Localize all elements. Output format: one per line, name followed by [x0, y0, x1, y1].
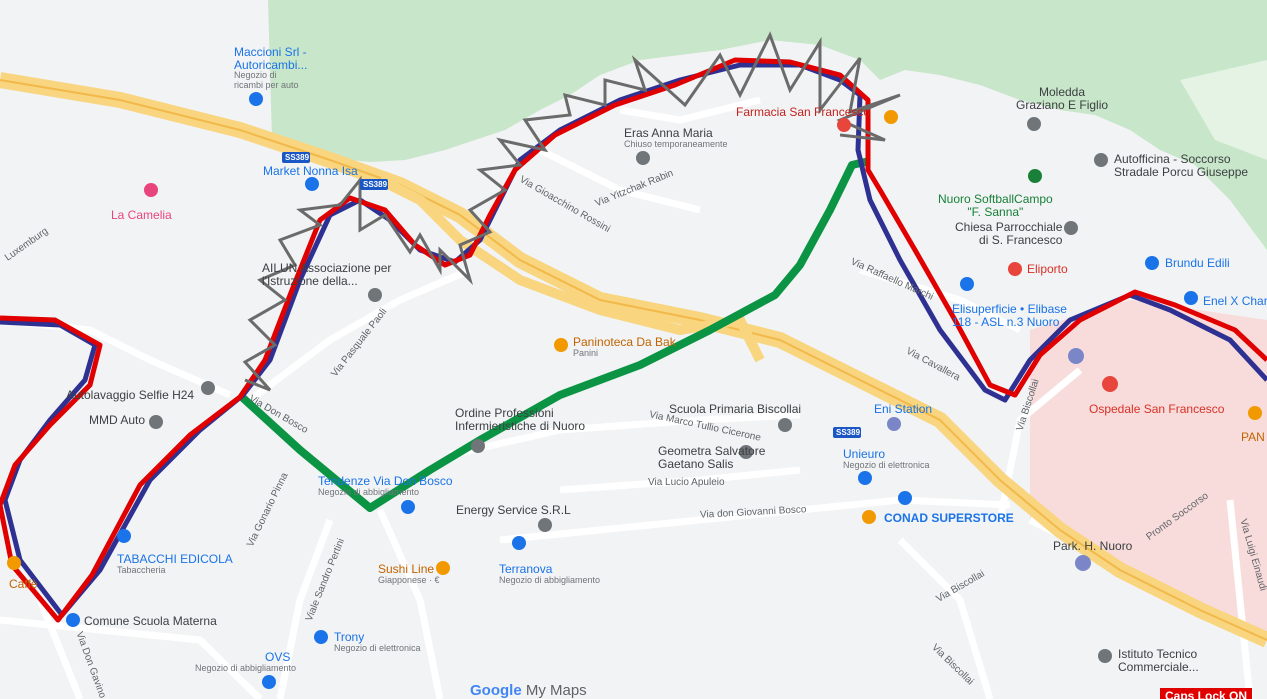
heliport-pin-icon	[1008, 262, 1022, 276]
pin-icon	[636, 151, 650, 165]
pin-icon	[1094, 153, 1108, 167]
place-tabacchi[interactable]: TABACCHI EDICOLA Tabaccheria	[117, 552, 233, 575]
place-softball[interactable]: Nuoro SoftballCampo "F. Sanna"	[938, 192, 1053, 219]
place-mmd[interactable]: MMD Auto	[89, 413, 146, 427]
place-eni[interactable]: Eni Station	[874, 402, 933, 416]
place-paninoteca[interactable]: Paninoteca Da Bak Panini	[573, 335, 676, 358]
shop-pin-icon	[66, 613, 80, 627]
place-geometra[interactable]: Geometra Salvatore Gaetano Salis	[658, 444, 766, 471]
school-pin-icon	[1098, 649, 1112, 663]
charging-pin-icon	[1184, 291, 1198, 305]
place-unieuro[interactable]: Unieuro Negozio di elettronica	[843, 447, 930, 470]
restaurant-pin-icon	[436, 561, 450, 575]
airport-icon	[960, 277, 974, 291]
shield-2: SS389	[363, 180, 388, 189]
school-pin-icon	[368, 288, 382, 302]
park-area-2	[1180, 60, 1267, 160]
place-farmacia[interactable]: Farmacia San Francesco	[736, 105, 871, 119]
google-my-maps-logo: Google My Maps	[470, 682, 587, 699]
shop-pin-icon	[512, 536, 526, 550]
place-park[interactable]: Park. H. Nuoro	[1053, 539, 1133, 553]
hospital-pin-icon	[1102, 376, 1118, 392]
cart-pin-icon	[305, 177, 319, 191]
parking-pin-icon	[1075, 555, 1091, 571]
shop-pin-icon	[262, 675, 276, 689]
fuel-pin-icon	[887, 417, 901, 431]
school-pin-icon	[778, 418, 792, 432]
place-chiesa[interactable]: Chiesa Parrocchiale di S. Francesco	[955, 220, 1063, 247]
place-elisuperficie[interactable]: Elisuperficie • Elibase 118 - ASL n.3 Nu…	[952, 302, 1067, 329]
pin-icon	[538, 518, 552, 532]
place-brundu[interactable]: Brundu Edili	[1165, 256, 1230, 270]
place-tendenze[interactable]: Tendenze Via Don Bosco Negozio di abbigl…	[318, 474, 453, 497]
cafe-pin-icon	[7, 556, 21, 570]
route-green	[239, 158, 869, 512]
place-autolavaggio[interactable]: Autolavaggio Selfie H24	[66, 388, 195, 402]
hotel-pin-icon	[144, 183, 158, 197]
hospital-area	[1030, 300, 1267, 640]
markers	[7, 92, 1262, 689]
shop-pin-icon	[314, 630, 328, 644]
place-ordine[interactable]: Ordine Professioni Infermieristiche di N…	[455, 406, 586, 433]
caps-lock-indicator: Caps Lock ON	[1160, 688, 1253, 699]
shop-pin-icon	[1145, 256, 1159, 270]
place-scuola[interactable]: Scuola Primaria Biscollai	[669, 402, 802, 416]
place-pan[interactable]: PAN	[1241, 430, 1265, 444]
shield-3: SS389	[836, 428, 861, 437]
place-market[interactable]: Market Nonna Isa	[263, 164, 358, 178]
place-sushi[interactable]: Sushi Line Giapponese · €	[378, 562, 440, 585]
pin-icon	[201, 381, 215, 395]
place-moledda[interactable]: Moledda Graziano E Figlio	[1016, 85, 1109, 112]
parking-pin-icon	[1068, 348, 1084, 364]
place-terranova[interactable]: Terranova Negozio di abbigliamento	[499, 562, 601, 585]
place-conad[interactable]: CONAD SUPERSTORE	[884, 511, 1014, 525]
sport-pin-icon	[1028, 169, 1042, 183]
street-lucio: Via Lucio Apuleio	[648, 477, 725, 488]
place-istituto[interactable]: Istituto Tecnico Commerciale...	[1118, 647, 1199, 674]
place-energy[interactable]: Energy Service S.R.L	[456, 503, 571, 517]
place-autofficina[interactable]: Autofficina - Soccorso Stradale Porcu Gi…	[1114, 152, 1249, 179]
place-ovs-sub: Negozio di abbigliamento	[195, 663, 297, 673]
place-trony[interactable]: Trony Negozio di elettronica	[334, 630, 421, 653]
place-enel[interactable]: Enel X Charg	[1203, 294, 1267, 308]
shop-pin-icon	[401, 500, 415, 514]
cart-pin-icon	[898, 491, 912, 505]
shop-pin-icon	[249, 92, 263, 106]
place-ospedale[interactable]: Ospedale San Francesco	[1089, 402, 1225, 416]
pin-icon	[471, 439, 485, 453]
place-caffe[interactable]: Caffè	[9, 577, 38, 591]
restaurant-pin-icon	[1248, 406, 1262, 420]
place-ailun[interactable]: AILUN Associazione per l'Istruzione dell…	[262, 261, 392, 288]
place-ovs[interactable]: OVS	[265, 650, 291, 664]
restaurant-pin-icon	[554, 338, 568, 352]
restaurant-pin-icon	[862, 510, 876, 524]
place-maccioni[interactable]: Maccioni Srl - Autoricambi... Negozio di…	[234, 45, 308, 90]
highway-shields: SS389 SS389 SS389	[282, 152, 861, 438]
pharmacy-pin-icon	[837, 118, 851, 132]
shop-pin-icon	[858, 471, 872, 485]
place-comune[interactable]: Comune Scuola Materna	[84, 614, 217, 628]
place-eliporto[interactable]: Eliporto	[1027, 262, 1068, 276]
park-area	[268, 0, 1267, 250]
bar-pin-icon	[884, 110, 898, 124]
shop-pin-icon	[117, 529, 131, 543]
church-pin-icon	[1064, 221, 1078, 235]
shield-1: SS389	[285, 153, 310, 162]
place-camelia[interactable]: La Camelia	[111, 208, 172, 222]
pin-icon	[739, 445, 753, 459]
route-zigzag	[242, 31, 901, 392]
place-eras[interactable]: Eras Anna Maria Chiuso temporaneamente	[624, 126, 728, 149]
pin-icon	[149, 415, 163, 429]
pin-icon	[1027, 117, 1041, 131]
